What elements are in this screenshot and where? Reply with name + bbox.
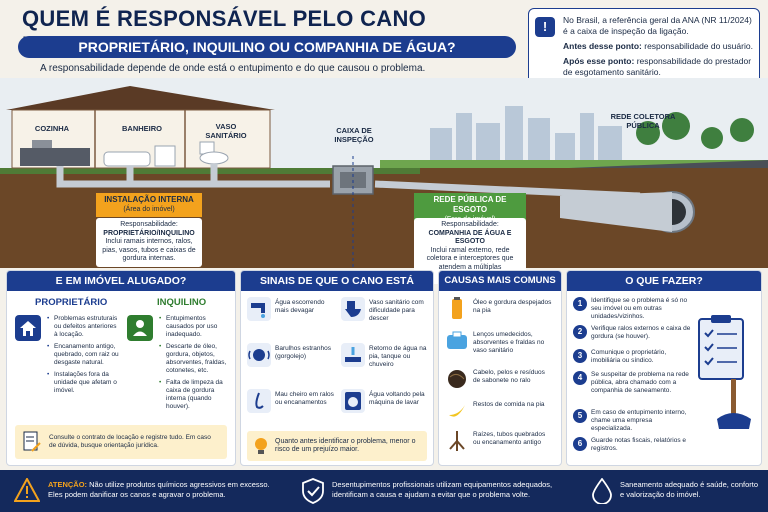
sign-item: Água escorrendo mais devagar bbox=[247, 297, 337, 341]
sign-text: Água voltando pela máquina de lavar bbox=[369, 391, 425, 406]
inspection-box-label: CAIXA DE INSPEÇÃO bbox=[334, 126, 374, 144]
drain-icon bbox=[341, 343, 365, 367]
info-before: Antes desse ponto: responsabilidade do u… bbox=[563, 41, 753, 51]
tenant-item: Falta de limpeza da caixa de gordura int… bbox=[159, 379, 233, 411]
tenant-heading: INQUILINO bbox=[157, 297, 207, 308]
sign-item: Barulhos estranhos (gorgolejo) bbox=[247, 343, 337, 387]
cause-text: Lenços umedecidos, absorventes e fraldas… bbox=[473, 331, 545, 354]
faucet-icon bbox=[247, 297, 271, 321]
tenant-item: Descarte de óleo, gordura, objetos, abso… bbox=[159, 343, 233, 375]
tenant-item: Entupimentos causados por uso inadequado… bbox=[159, 315, 233, 339]
room-label-bathroom: BANHEIRO bbox=[121, 124, 162, 133]
cause-item: Óleo e gordura despejados na pia bbox=[445, 297, 557, 325]
step-text: Guarde notas fiscais, relatórios e regis… bbox=[591, 437, 687, 452]
roots-icon bbox=[445, 429, 469, 458]
cause-item: Lenços umedecidos, absorventes e fraldas… bbox=[445, 329, 557, 357]
sign-item: Retorno de água na pia, tanque ou chuvei… bbox=[341, 343, 431, 387]
tenant-list: Entupimentos causados por uso inadequado… bbox=[159, 315, 233, 415]
exclamation-icon: ! bbox=[535, 17, 555, 37]
cause-text: Cabelo, pelos e resíduos de sabonete no … bbox=[473, 369, 545, 384]
step-text: Verifique ralos externos e caixa de gord… bbox=[591, 325, 691, 340]
health-text: Saneamento adequado é saúde, conforto e … bbox=[620, 480, 759, 499]
signs-panel-title: SINAIS DE QUE O CANO ESTÁ ENTUPINDO bbox=[241, 271, 433, 307]
step-number: 3 bbox=[573, 349, 587, 363]
oil-icon bbox=[445, 297, 469, 326]
owner-item: Encanamento antigo, quebrado, com raiz o… bbox=[47, 343, 119, 367]
step-text: Identifique se o problema é só no seu im… bbox=[591, 297, 688, 320]
room-label-kitchen: COZINHA bbox=[34, 124, 70, 133]
warning-text: ATENÇÃO: Não utilize produtos químicos a… bbox=[48, 480, 270, 499]
owner-item: Problemas estruturais ou defeitos anteri… bbox=[47, 315, 119, 339]
subtitle-banner: PROPRIETÁRIO, INQUILINO OU COMPANHIA DE … bbox=[18, 36, 516, 58]
signs-tip-text: Quanto antes identificar o problema, men… bbox=[275, 438, 416, 453]
rental-panel: E EM IMÓVEL ALUGADO? PROPRIETÁRIO INQUIL… bbox=[6, 270, 236, 466]
footer-bar: ATENÇÃO: Não utilize produtos químicos a… bbox=[0, 470, 768, 512]
lightbulb-icon bbox=[253, 436, 269, 461]
step-text: Comunique o proprietário, imobiliária ou… bbox=[591, 349, 667, 364]
causes-panel: CAUSAS MAIS COMUNS Óleo e gordura despej… bbox=[438, 270, 562, 466]
washing-machine-icon bbox=[341, 389, 365, 413]
sound-icon bbox=[247, 343, 271, 367]
plumbing-scene: COZINHA BANHEIRO VASO SANITÁRIO CAIXA DE… bbox=[0, 78, 768, 284]
cause-item: Cabelo, pelos e resíduos de sabonete no … bbox=[445, 367, 557, 395]
cause-text: Raízes, tubos quebrados ou encanamento a… bbox=[473, 431, 546, 446]
sign-item: Água voltando pela máquina de lavar bbox=[341, 389, 431, 433]
professional-text: Desentupimentos profissionais utilizam e… bbox=[332, 480, 553, 499]
cause-item: Raízes, tubos quebrados ou encanamento a… bbox=[445, 429, 557, 457]
room-label-toilet: VASO SANITÁRIO bbox=[205, 122, 247, 140]
owner-item: Instalações fora da unidade que afetam o… bbox=[47, 371, 119, 395]
cause-text: Óleo e gordura despejados na pia bbox=[473, 299, 552, 314]
rental-note-text: Consulte o contrato de locação e registr… bbox=[49, 434, 211, 449]
owner-list: Problemas estruturais ou defeitos anteri… bbox=[47, 315, 119, 399]
causes-panel-title: CAUSAS MAIS COMUNS bbox=[439, 271, 561, 291]
banana-icon bbox=[445, 399, 469, 428]
sign-text: Retorno de água na pia, tanque ou chuvei… bbox=[369, 345, 427, 368]
step-number: 5 bbox=[573, 409, 587, 423]
nose-icon bbox=[247, 389, 271, 413]
step-number: 6 bbox=[573, 437, 587, 451]
water-drop-icon bbox=[592, 477, 612, 509]
info-after: Após esse ponto: responsabilidade do pre… bbox=[563, 56, 752, 77]
warning-icon bbox=[13, 476, 41, 507]
step-number: 1 bbox=[573, 297, 587, 311]
rental-note: Consulte o contrato de locação e registr… bbox=[15, 425, 227, 459]
todo-panel: O QUE FAZER? 1 Identifique se o problema… bbox=[566, 270, 762, 466]
rental-panel-title: E EM IMÓVEL ALUGADO? bbox=[7, 271, 235, 291]
wipes-icon bbox=[445, 329, 469, 358]
sign-item: Vaso sanitário com dificuldade para desc… bbox=[341, 297, 431, 341]
step-number: 2 bbox=[573, 325, 587, 339]
signs-tip: Quanto antes identificar o problema, men… bbox=[247, 431, 427, 461]
owner-heading: PROPRIETÁRIO bbox=[35, 297, 108, 308]
sign-text: Barulhos estranhos (gorgolejo) bbox=[275, 345, 332, 360]
public-network-label: REDE COLETORA PÚBLICA bbox=[610, 112, 676, 130]
intro-text: A responsabilidade depende de onde está … bbox=[40, 63, 426, 74]
house-icon bbox=[15, 315, 41, 341]
info-line: No Brasil, a referência geral da ANA (NR… bbox=[563, 15, 752, 36]
sign-text: Mau cheiro em ralos ou encanamentos bbox=[275, 391, 334, 406]
cause-item: Restos de comida na pia bbox=[445, 399, 557, 427]
hair-icon bbox=[445, 367, 469, 396]
todo-panel-title: O QUE FAZER? bbox=[567, 271, 761, 291]
clipboard-plunger-icon bbox=[693, 311, 759, 456]
toilet-icon bbox=[341, 297, 365, 321]
info-box: ! No Brasil, a referência geral da ANA (… bbox=[528, 8, 760, 86]
signs-panel: SINAIS DE QUE O CANO ESTÁ ENTUPINDO Água… bbox=[240, 270, 434, 466]
step-number: 4 bbox=[573, 371, 587, 385]
shield-check-icon bbox=[302, 478, 324, 509]
internal-responsibility-box: Responsabilidade: PROPRIETÁRIO/INQUILINO… bbox=[96, 218, 202, 267]
internal-installation-tag: INSTALAÇÃO INTERNA (Área do imóvel) bbox=[96, 193, 202, 217]
person-icon bbox=[127, 315, 153, 341]
cause-text: Restos de comida na pia bbox=[473, 401, 545, 408]
document-pen-icon bbox=[23, 431, 41, 458]
step-text: Em caso de entupimento interno, chame um… bbox=[591, 409, 687, 432]
step-text: Se suspeitar de problema na rede pública… bbox=[591, 371, 689, 394]
sign-text: Vaso sanitário com dificuldade para desc… bbox=[369, 299, 424, 322]
sign-item: Mau cheiro em ralos ou encanamentos bbox=[247, 389, 337, 433]
sign-text: Água escorrendo mais devagar bbox=[275, 299, 325, 314]
